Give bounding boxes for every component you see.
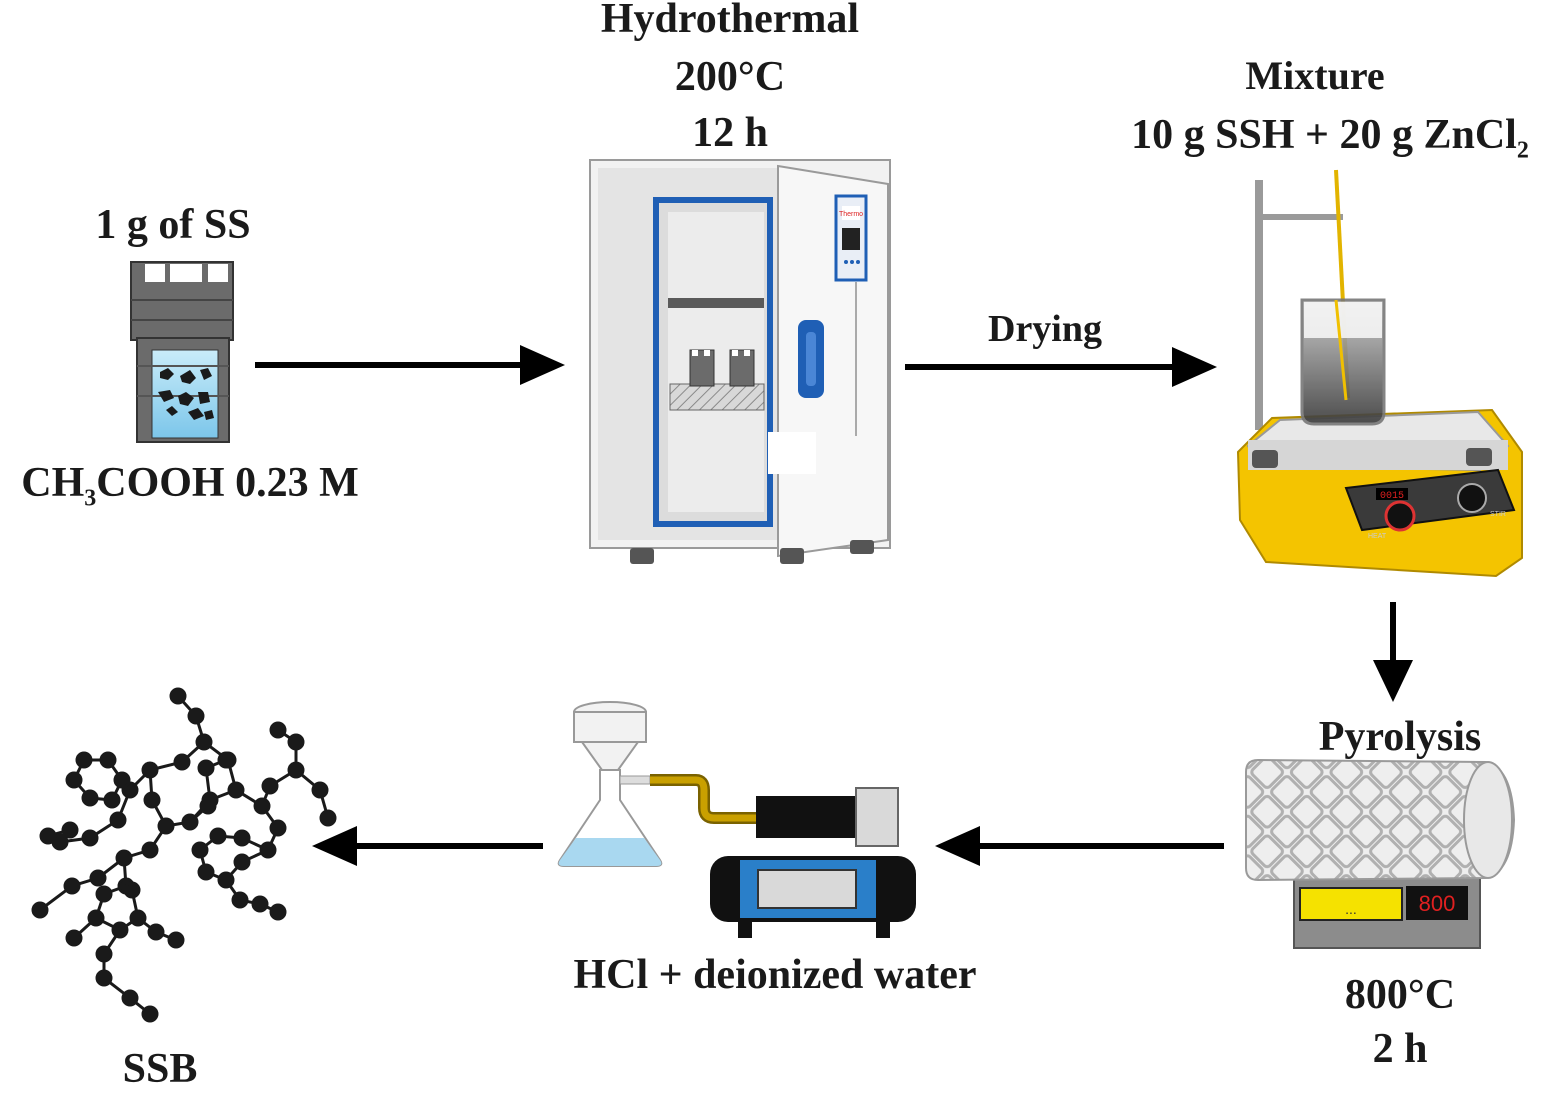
oven-brand: Thermo <box>839 211 863 218</box>
vacuum-filtration-icon <box>557 701 916 938</box>
autoclave-icon <box>130 261 234 443</box>
arrow-to-pyrolysis <box>1373 602 1413 702</box>
furnace-panel-text: ... <box>1345 901 1357 917</box>
pyrolysis-temperature: 800°C <box>1344 972 1456 1018</box>
mixture-title: Mixture <box>1245 53 1385 98</box>
hydrothermal-title: Hydrothermal <box>600 0 860 42</box>
hotplate-stirrer-icon: 0015 HEAT STIR <box>1236 169 1523 578</box>
product-label: SSB <box>122 1046 198 1092</box>
solvent-label: CH3COOH 0.23 M <box>21 460 359 512</box>
furnace-display: 800 <box>1419 891 1456 916</box>
arrow-to-product <box>312 826 543 866</box>
arrow-drying <box>905 347 1217 387</box>
arrow-to-hydrothermal <box>255 345 565 385</box>
knob-stir-label: STIR <box>1490 511 1506 518</box>
oven-icon: Thermo <box>589 159 891 564</box>
knob-heat-label: HEAT <box>1368 533 1387 540</box>
carbon-network-icon <box>31 687 337 1023</box>
sludge-particles <box>158 368 214 420</box>
tube-furnace-icon: ... 800 <box>1245 758 1516 949</box>
pyrolysis-title: Pyrolysis <box>1318 714 1482 760</box>
stirrer-display: 0015 <box>1380 491 1404 502</box>
washing-label: HCl + deionized water <box>573 952 977 998</box>
sample-title: 1 g of SS <box>95 202 251 248</box>
mixture-recipe: 10 g SSH + 20 g ZnCl2 <box>1131 112 1529 164</box>
hydrothermal-temperature: 200°C <box>674 54 786 100</box>
arrow-to-washing <box>935 826 1224 866</box>
drying-label: Drying <box>988 308 1102 350</box>
hydrothermal-duration: 12 h <box>692 110 768 156</box>
pyrolysis-duration: 2 h <box>1372 1026 1428 1072</box>
